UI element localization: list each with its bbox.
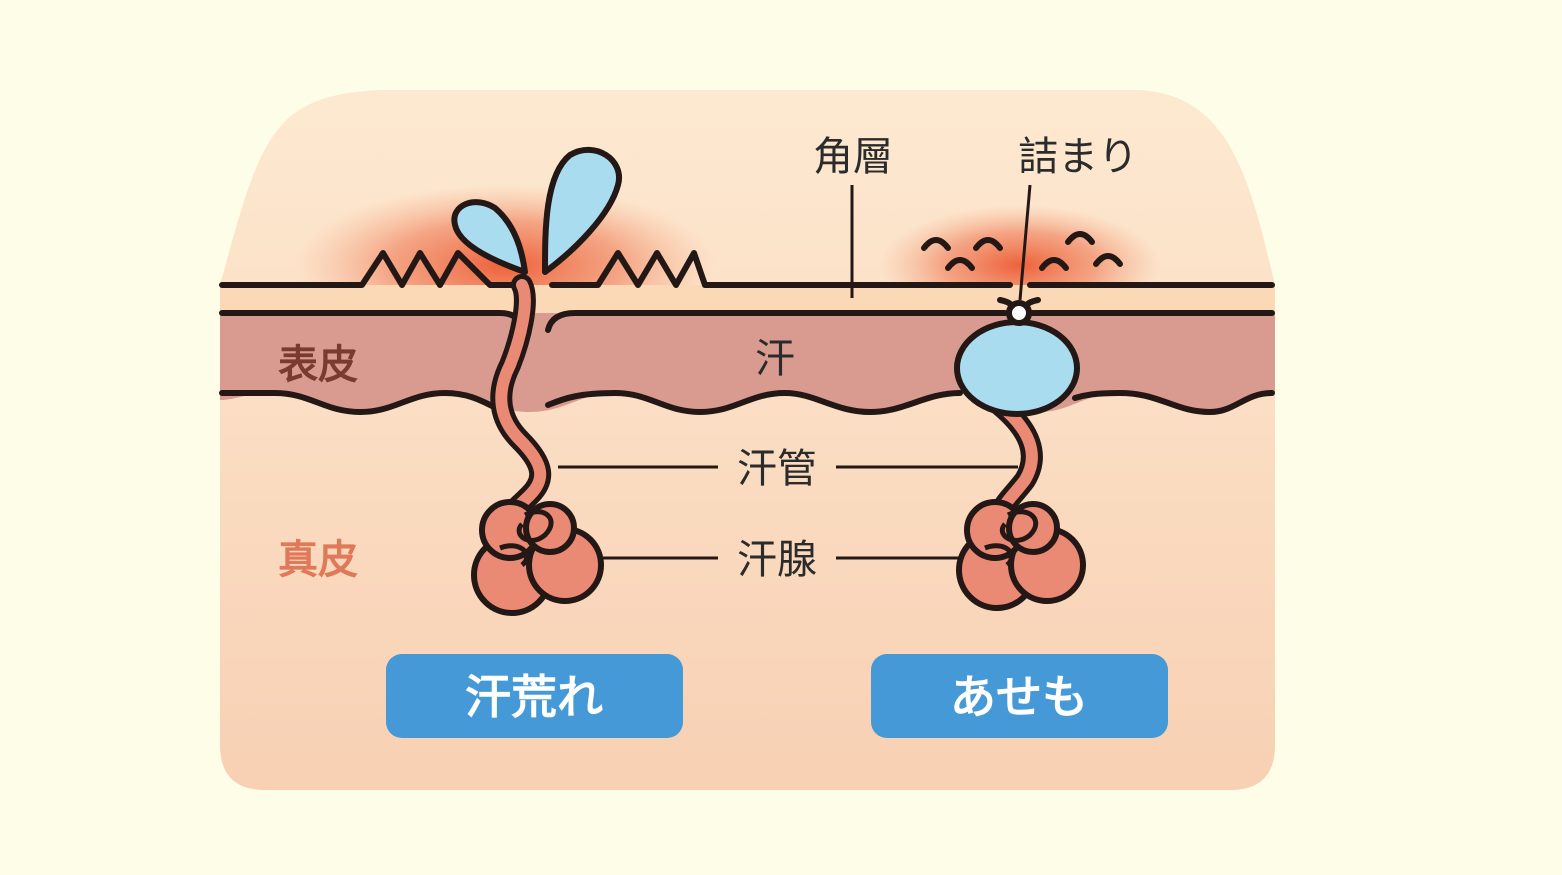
blockage-label: 詰まり [1018, 134, 1138, 180]
blockage-leader [1018, 184, 1032, 301]
sweat-rash-button-label: 汗荒れ [465, 670, 603, 724]
heat-rash-button[interactable]: あせも [871, 654, 1168, 738]
dermis-label: 真皮 [278, 537, 358, 583]
trapped-sweat [954, 319, 1080, 417]
sweat-rash-button[interactable]: 汗荒れ [386, 654, 683, 738]
sweat-duct-label: 汗管 [737, 446, 817, 492]
rash-bumps [921, 231, 1123, 271]
sweat-gland-right [956, 499, 1086, 611]
epidermis-label: 表皮 [278, 342, 358, 388]
sweat-label: 汗 [755, 336, 795, 382]
epidermis-bottom-line [219, 390, 1275, 415]
sweat-drop-small [451, 199, 528, 275]
surface-line [219, 250, 1275, 288]
sweat-gland-left [471, 499, 604, 616]
sweat-gland-label: 汗腺 [737, 537, 817, 583]
heat-rash-button-label: あせも [950, 670, 1088, 724]
sweat-drop-large [542, 146, 623, 275]
stratum-corneum-label: 角層 [813, 134, 893, 180]
stratum-corneum-layer [220, 285, 1275, 313]
